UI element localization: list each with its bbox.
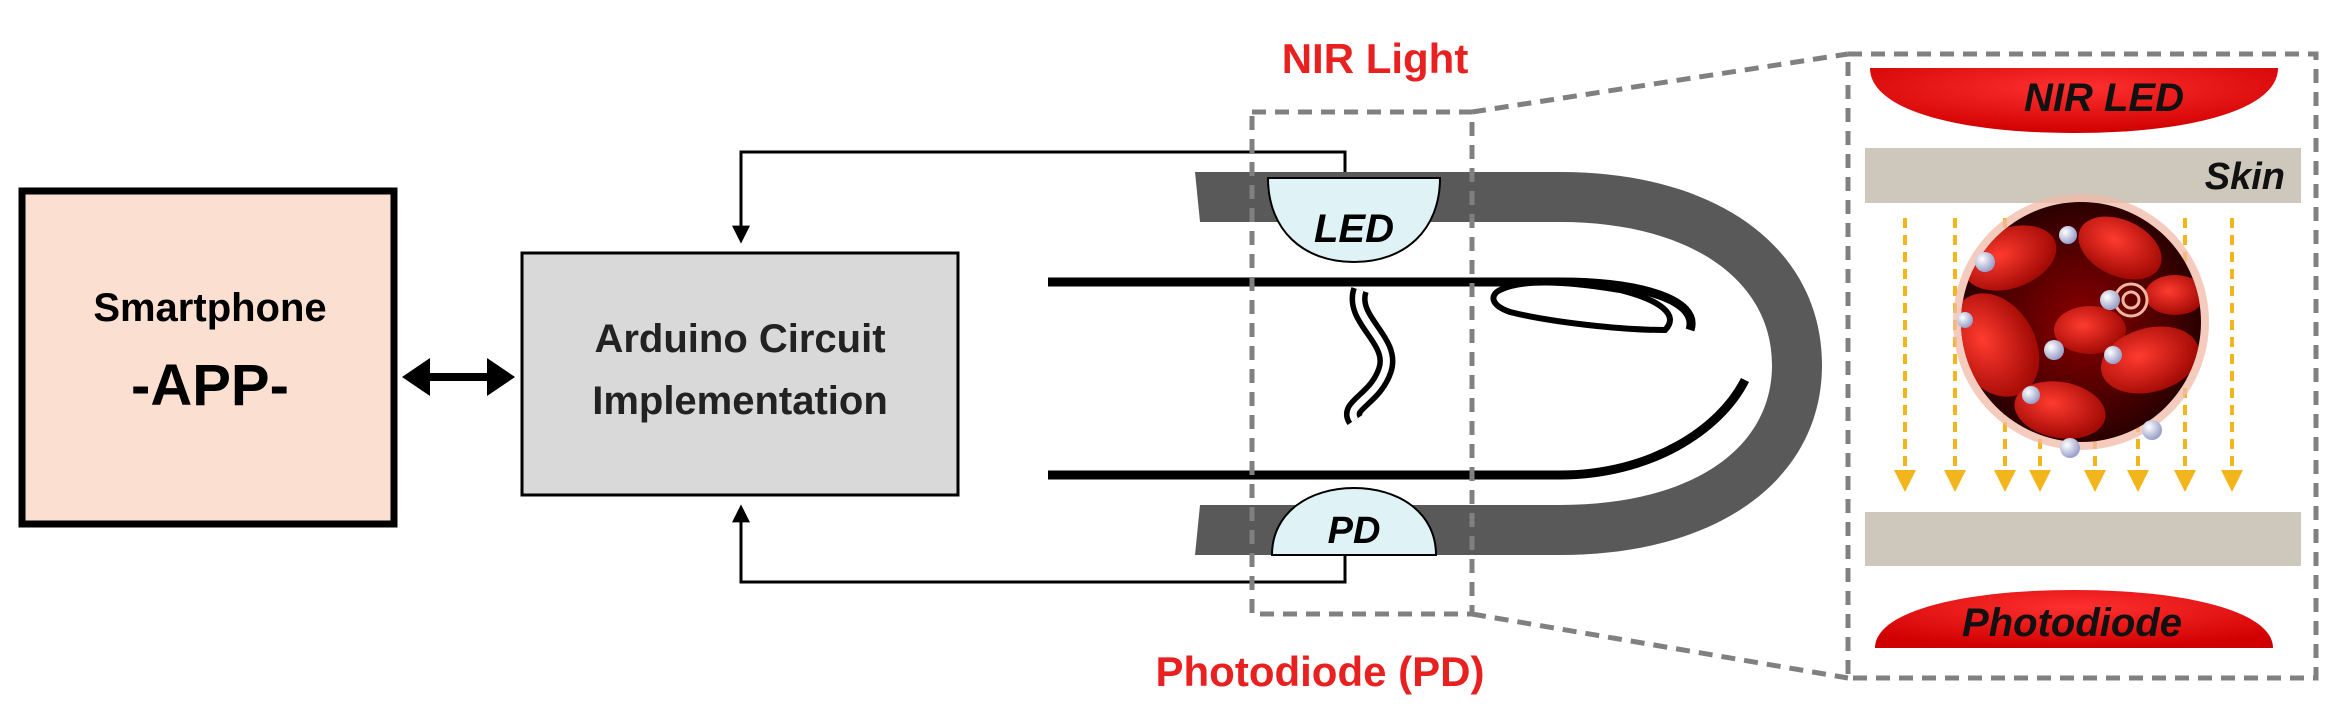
arduino-circuit-box: Arduino Circuit Implementation (520, 251, 960, 497)
finger-illustration: LED PD (1048, 172, 1822, 556)
finger-outer-shell (1195, 172, 1822, 555)
led-sensor (1266, 177, 1442, 264)
double-headed-arrow-icon (402, 358, 515, 396)
zoomed-cross-section: NIR LED Skin (1865, 68, 2301, 648)
pd-wire (732, 504, 1347, 584)
smartphone-box: Smartphone -APP- (18, 187, 398, 528)
pd-label: PD (1328, 510, 1381, 552)
photodiode-shape (1875, 590, 2273, 648)
photodiode-sensor (1270, 486, 1438, 556)
signal-wires (732, 150, 1347, 584)
blood-cells-circle-icon (1953, 194, 2209, 458)
nir-light-arrowheads (1894, 470, 2243, 492)
led-wire (732, 150, 1347, 244)
skin-label: Skin (2205, 156, 2285, 198)
smartphone-title: Smartphone (93, 286, 326, 330)
finger-bottom-line (1048, 377, 1750, 480)
zoomed-panel-border (1845, 51, 2319, 681)
arduino-label-line2: Implementation (592, 379, 888, 423)
skin-band-bottom (1865, 512, 2301, 566)
zoom-indicator (1249, 51, 2319, 681)
skin-band (1865, 148, 2301, 203)
nir-led-shape (1870, 68, 2278, 133)
photodiode-label: Photodiode (1962, 601, 2182, 645)
nir-led-label: NIR LED (2024, 76, 2184, 120)
led-label: LED (1314, 207, 1394, 251)
fingernail (1490, 279, 1673, 334)
arduino-label-line1: Arduino Circuit (594, 317, 885, 361)
photodiode-pd-label: Photodiode (PD) (1156, 648, 1485, 695)
nir-light-label: NIR Light (1282, 35, 1469, 82)
smartphone-subtitle: -APP- (131, 353, 289, 418)
